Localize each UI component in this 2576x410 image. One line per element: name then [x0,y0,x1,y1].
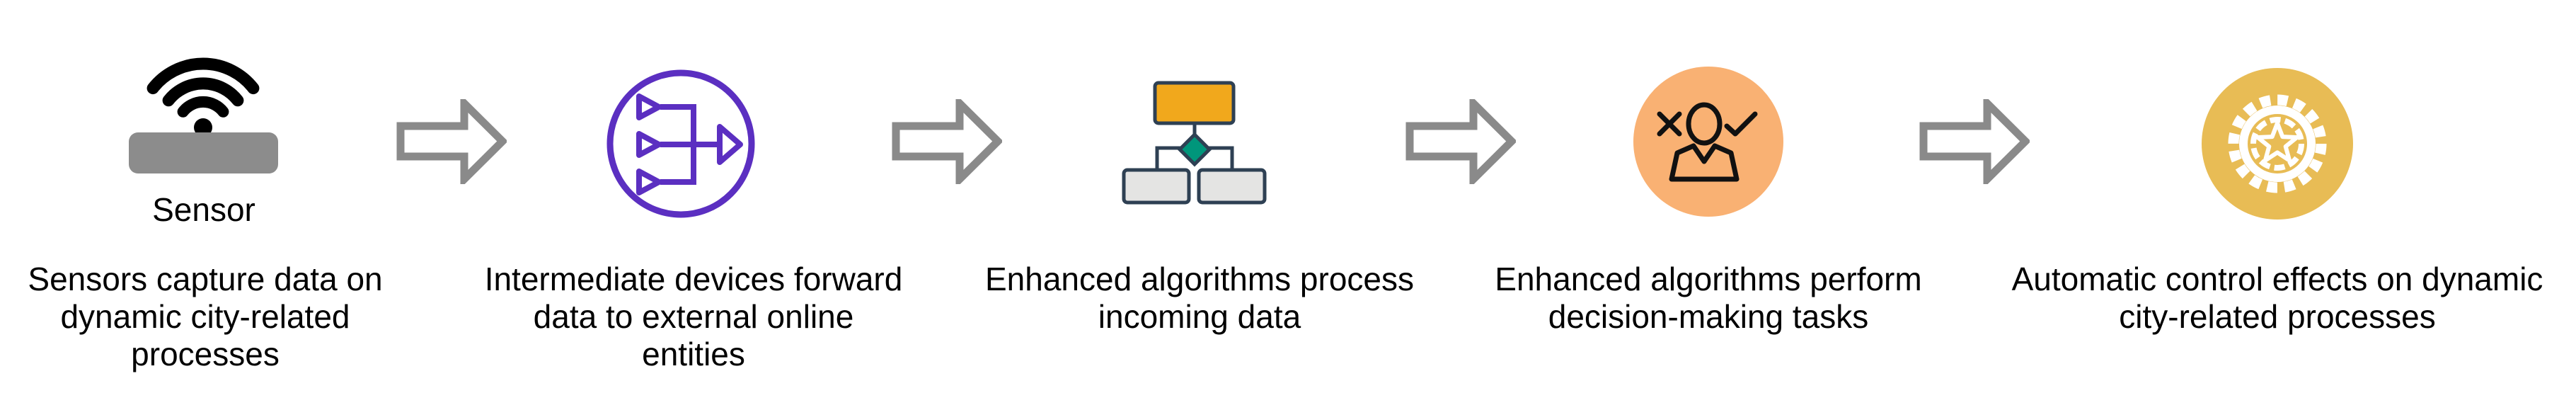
forwarding-network-icon [606,69,755,218]
stage-caption-data-processing: Enhanced algorithms process incoming dat… [985,261,1414,335]
flow-arrow-icon [1919,99,2030,184]
stage-caption-intermediate-devices: Intermediate devices forward data to ext… [484,261,903,372]
stage-caption-automatic-control: Automatic control effects on dynamic cit… [2011,261,2543,335]
flow-arrow-icon [396,99,507,184]
stage-caption-decision-making: Enhanced algorithms perform decision-mak… [1495,261,1922,335]
sensor-label: Sensor [152,191,255,228]
flow-arrow-icon [1405,99,1516,184]
flowchart-icon [1122,81,1267,205]
automation-gear-icon [2202,68,2353,220]
decision-person-icon [1633,67,1783,217]
stage-caption-sensor: Sensors capture data on dynamic city-rel… [28,261,383,372]
wireless-sensor-icon [129,57,278,173]
flow-arrow-icon [892,99,1002,184]
